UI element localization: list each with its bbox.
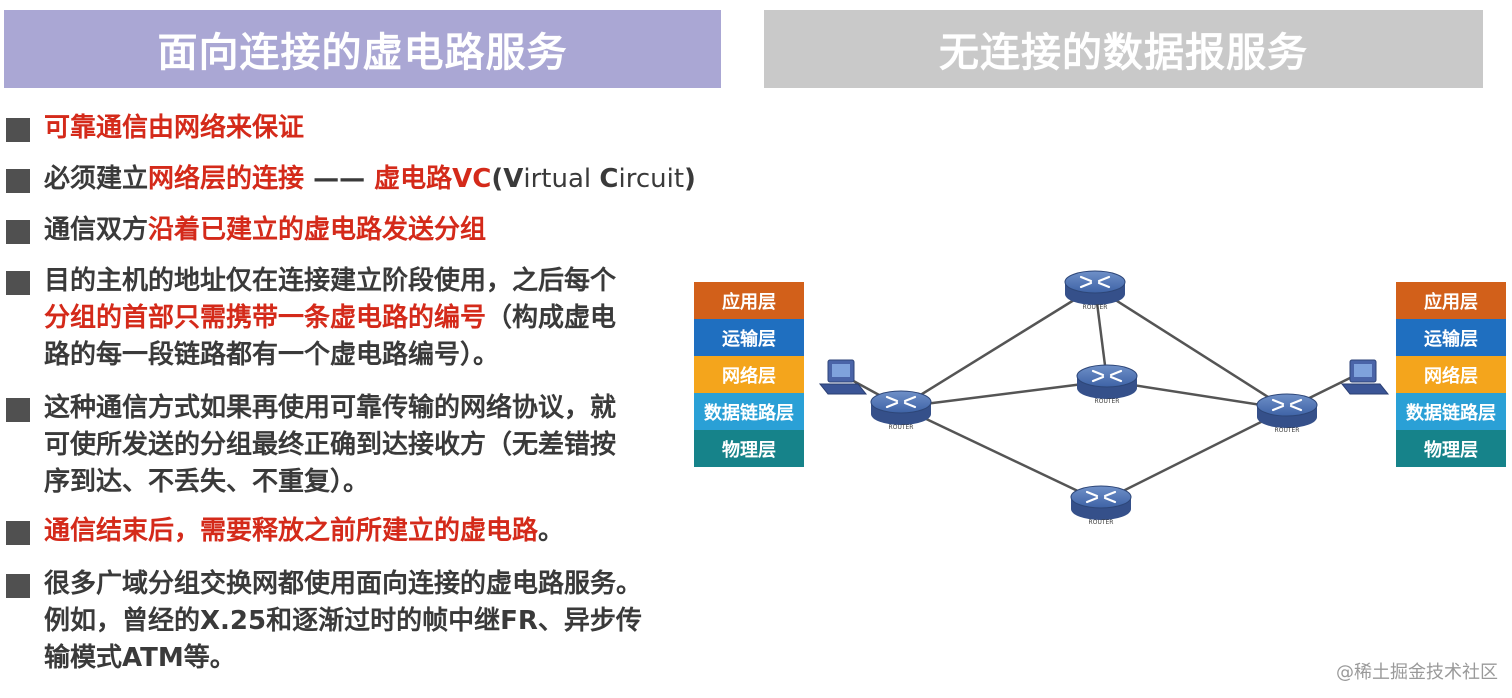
router-icon: ROUTER: [869, 389, 933, 431]
bullet-text: ircuit: [618, 164, 685, 194]
bullet-text: (V: [491, 164, 524, 194]
connectionless-title: 无连接的数据报服务: [764, 10, 1483, 88]
bullet-text: C: [599, 164, 619, 194]
link: [900, 285, 1096, 409]
router-label: ROUTER: [1089, 519, 1114, 526]
host-computer-icon: [819, 359, 867, 395]
bullet-text: 。: [538, 516, 565, 546]
layer-transport: 运输层: [694, 319, 804, 356]
link: [900, 379, 1108, 409]
router-icon: ROUTER: [1075, 363, 1139, 405]
router-label: ROUTER: [1095, 398, 1120, 405]
router-label: ROUTER: [1083, 304, 1108, 311]
bullet-square-icon: [6, 398, 30, 422]
layer-network: 网络层: [694, 356, 804, 393]
bullet-square-icon: [6, 118, 30, 142]
bullet-highlight: 虚电路VC: [374, 164, 492, 194]
layer-datalink: 数据链路层: [694, 393, 804, 430]
link: [1100, 407, 1288, 504]
bullet-text: 可使所发送的分组最终正确到达接收方（无差错按: [44, 430, 617, 460]
bullet-square-icon: [6, 521, 30, 545]
router-icon: ROUTER: [1069, 484, 1133, 526]
bullet-text: ): [684, 164, 696, 194]
bullet-text: 这种通信方式如果再使用可靠传输的网络协议，就: [44, 393, 617, 423]
bullet-text: 例如，曾经的X.25和逐渐过时的帧中继FR、异步传: [44, 606, 642, 636]
bullet-highlight: 网络层的连接: [148, 164, 305, 194]
router-label: ROUTER: [1275, 427, 1300, 434]
bullet-square-icon: [6, 220, 30, 244]
router-icon: ROUTER: [1063, 269, 1127, 311]
router-label: ROUTER: [889, 424, 914, 431]
bullet-square-icon: [6, 271, 30, 295]
layer-application: 应用层: [1396, 282, 1506, 319]
bullet-highlight: 通信结束后，需要释放之前所建立的虚电路: [44, 516, 539, 546]
connection-oriented-title: 面向连接的虚电路服务: [4, 10, 721, 88]
host-computer-icon: [1341, 359, 1389, 395]
bullet-text: 很多广域分组交换网都使用面向连接的虚电路服务。: [44, 569, 643, 599]
bullet-square-icon: [6, 574, 30, 598]
watermark: @稀土掘金技术社区: [1336, 662, 1498, 683]
link: [1094, 285, 1288, 411]
bullet-text: 路的每一段链路都有一个虚电路编号）。: [44, 340, 500, 370]
link: [900, 405, 1102, 504]
layer-datalink: 数据链路层: [1396, 393, 1506, 430]
layer-physical: 物理层: [1396, 430, 1506, 467]
bullet-text: ——: [304, 164, 375, 194]
bullet-text: 可靠通信由网络来保证: [44, 113, 305, 143]
bullet-text: irtual: [523, 164, 600, 194]
router-icon: ROUTER: [1255, 392, 1319, 434]
bullet-text: 序到达、不丢失、不重复）。: [44, 467, 370, 497]
bullet-text: 通信双方: [44, 215, 149, 245]
layer-application: 应用层: [694, 282, 804, 319]
bullet-highlight: 沿着已建立的虚电路发送分组: [148, 215, 487, 245]
bullet-text: 输模式ATM等。: [44, 643, 236, 673]
bullet-highlight: 分组的首部只需携带一条虚电路的编号: [44, 303, 487, 333]
bullet-text: 目的主机的地址仅在连接建立阶段使用，之后每个: [44, 266, 617, 296]
protocol-stack-left: 应用层 运输层 网络层 数据链路层 物理层: [694, 282, 804, 467]
layer-transport: 运输层: [1396, 319, 1506, 356]
bullet-square-icon: [6, 169, 30, 193]
layer-network: 网络层: [1396, 356, 1506, 393]
layer-physical: 物理层: [694, 430, 804, 467]
bullet-text: 必须建立: [44, 164, 149, 194]
protocol-stack-right: 应用层 运输层 网络层 数据链路层 物理层: [1396, 282, 1506, 467]
bullet-text: （构成虚电: [486, 303, 617, 333]
